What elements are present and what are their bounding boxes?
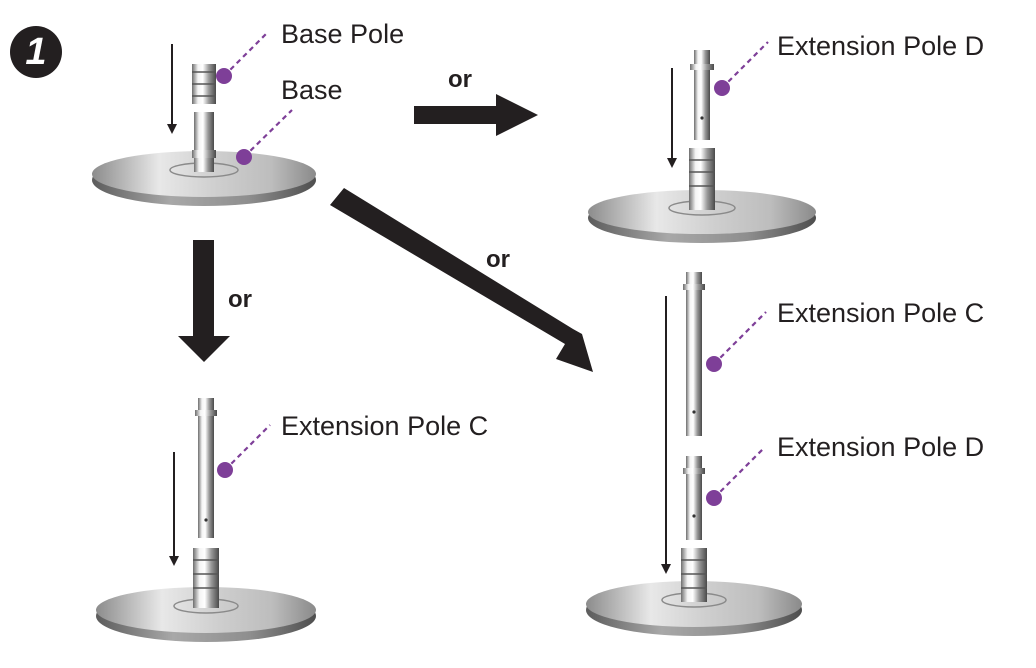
label-extension-pole-d-top-right: Extension Pole D	[777, 31, 985, 61]
assembly-bottom-right	[586, 272, 802, 636]
step-number-badge: 1	[10, 26, 62, 78]
callout-extension-pole-d	[714, 41, 769, 96]
down-arrow-small	[169, 452, 179, 566]
assembly-top-right	[588, 41, 816, 243]
or-label-down: or	[228, 286, 252, 313]
base-plate	[96, 587, 316, 642]
base-plate	[92, 151, 316, 206]
callout-base	[236, 109, 293, 165]
base-stub	[192, 112, 216, 172]
callout-extension-pole-c	[706, 311, 767, 372]
extension-pole-d	[690, 50, 714, 140]
arrow-diagonal	[330, 188, 593, 372]
base-pole-piece	[689, 148, 715, 210]
callout-extension-pole-c	[217, 424, 271, 478]
or-label-diagonal: or	[486, 246, 510, 273]
label-base-pole: Base Pole	[281, 19, 405, 49]
down-arrow-small	[167, 44, 177, 134]
base-plate	[586, 581, 802, 636]
callout-extension-pole-d	[706, 447, 765, 506]
label-extension-pole-d-bottom-right: Extension Pole D	[777, 432, 985, 462]
down-arrow-long	[661, 296, 671, 574]
arrow-down	[178, 240, 230, 362]
down-arrow-small	[667, 68, 677, 168]
arrow-right	[414, 94, 538, 136]
extension-pole-c	[195, 398, 217, 538]
base-pole-piece	[193, 548, 219, 608]
base-plate	[588, 190, 816, 243]
base-pole-piece	[681, 548, 707, 602]
or-label-right: or	[448, 66, 472, 93]
extension-pole-c	[683, 272, 705, 436]
assembly-bottom-left	[96, 398, 316, 642]
extension-pole-d	[683, 456, 705, 540]
base-pole-piece	[192, 64, 216, 104]
label-extension-pole-c-bottom-right: Extension Pole C	[777, 298, 985, 328]
base-assembly-top-left	[92, 31, 316, 206]
label-base: Base	[281, 75, 343, 105]
callout-base-pole	[216, 31, 269, 84]
label-extension-pole-c-bottom-left: Extension Pole C	[281, 411, 489, 441]
